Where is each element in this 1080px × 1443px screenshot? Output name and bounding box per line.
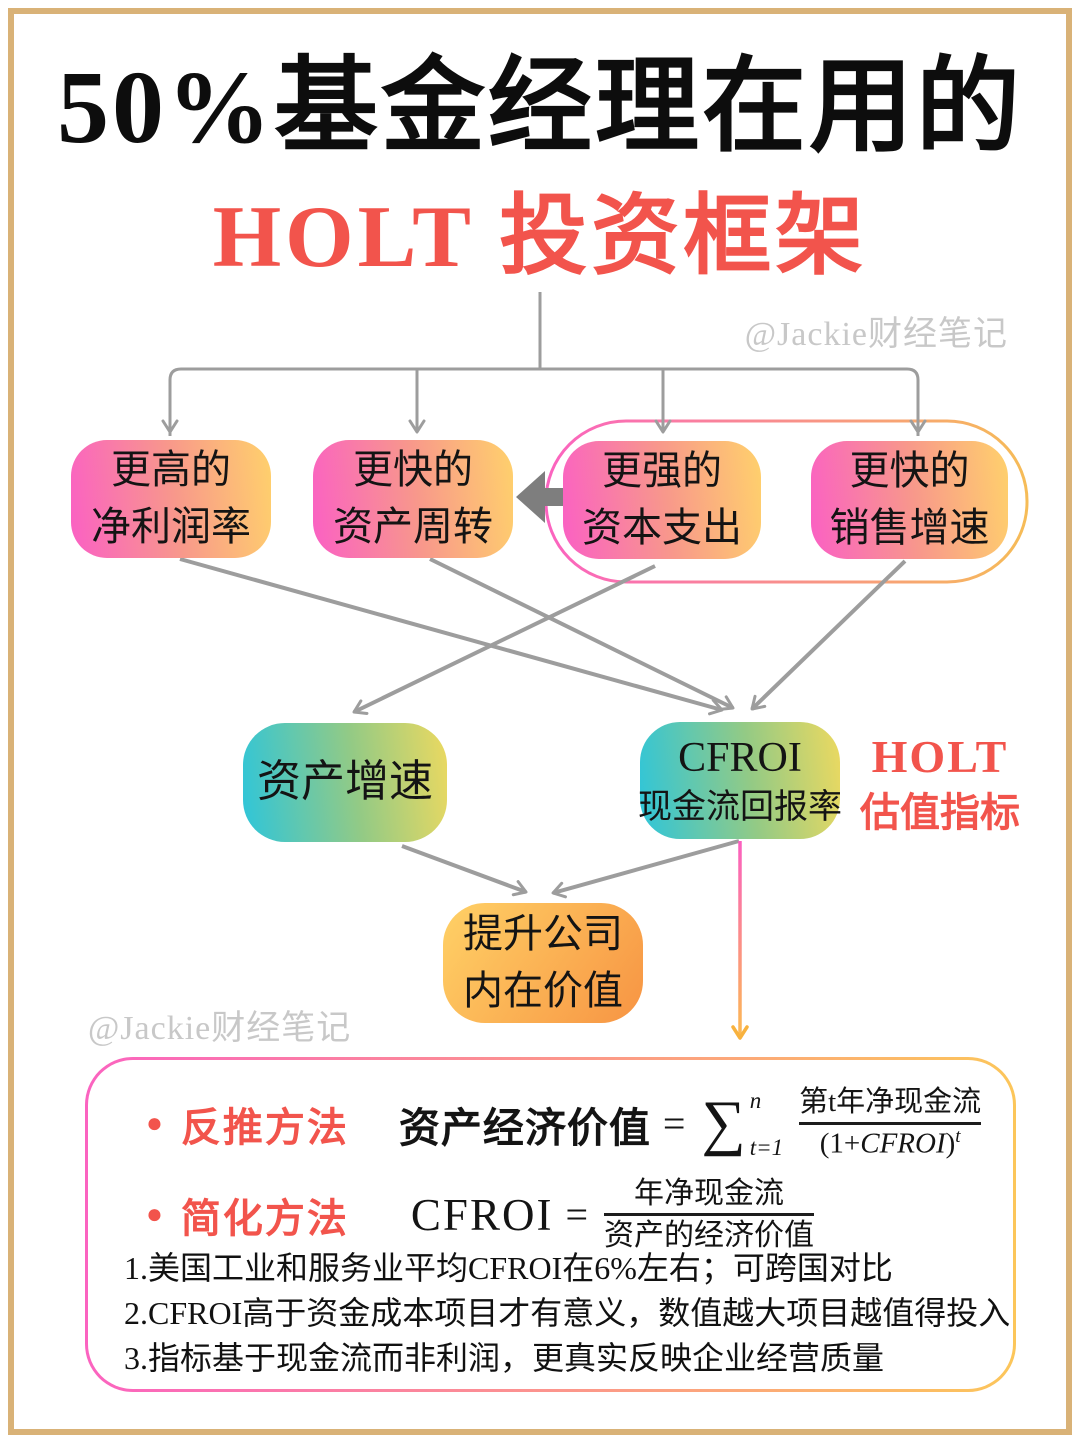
box-asset-turnover: 更快的 资产周转 bbox=[313, 440, 513, 558]
arrow-turnover-to-cfroi bbox=[429, 557, 735, 711]
note-item: 2.CFROI高于资金成本项目才有意义，数值越大项目越值得投入 bbox=[124, 1295, 1011, 1331]
fraction-denominator: (1+CFROI)t bbox=[799, 1121, 982, 1163]
formula-cfroi: CFROI = 年净现金流 资产的经济价值 bbox=[410, 1174, 815, 1255]
sigma-lower-limit: t=1 bbox=[749, 1134, 784, 1160]
method-label: 简化方法 bbox=[180, 1196, 349, 1241]
box-intrinsic-value: 提升公司 内在价值 bbox=[443, 903, 643, 1023]
fraction-numerator: 年净现金流 bbox=[634, 1177, 785, 1210]
fraction: 年净现金流 资产的经济价值 bbox=[604, 1174, 815, 1255]
den-open: (1+ bbox=[819, 1127, 861, 1160]
sigma-upper-limit: n bbox=[749, 1087, 762, 1113]
arrow-sales-to-cfroi bbox=[750, 559, 907, 711]
method-label: 反推方法 bbox=[180, 1105, 349, 1150]
box-net-margin: 更高的 净利润率 bbox=[71, 440, 271, 558]
equals-sign: = bbox=[662, 1101, 686, 1147]
cfroi-notes-list: 1.美国工业和服务业平均CFROI在6%左右；可跨国对比 2.CFROI高于资金… bbox=[124, 1246, 1010, 1381]
bullet-icon: ● bbox=[146, 1198, 163, 1230]
formula-lhs: CFROI bbox=[410, 1189, 554, 1240]
summation-limits: n t=1 bbox=[750, 1086, 783, 1162]
arrow-asset-to-intrinsic bbox=[401, 844, 528, 897]
holt-label-line: 估值指标 bbox=[860, 789, 1020, 835]
box-sales-growth: 更快的 销售增速 bbox=[811, 441, 1008, 559]
formula-row-reverse-method: ● 反推方法 资产经济价值 = ∑ n t=1 第t年净现金流 (1+CFROI… bbox=[146, 1084, 982, 1163]
den-variable: CFROI bbox=[860, 1127, 946, 1160]
den-exponent: t bbox=[955, 1125, 961, 1147]
summation-symbol: ∑ n t=1 bbox=[701, 1086, 783, 1162]
holt-label-line: HOLT bbox=[871, 731, 1009, 782]
box-line: 资产增速 bbox=[257, 757, 433, 807]
block-arrow-left-icon bbox=[516, 471, 567, 523]
box-line: 净利润率 bbox=[91, 504, 251, 549]
arrow-capex-to-asset bbox=[352, 564, 656, 715]
equals-sign: = bbox=[565, 1192, 589, 1237]
box-line: 资本支出 bbox=[582, 505, 742, 550]
formula-row-simplified-method: ● 简化方法 CFROI = 年净现金流 资产的经济价值 bbox=[146, 1174, 815, 1255]
box-line: 更高的 bbox=[111, 447, 231, 493]
box-capex: 更强的 资本支出 bbox=[563, 441, 761, 559]
watermark-bottom: @Jackie财经笔记 bbox=[88, 1010, 352, 1047]
box-line: 资产周转 bbox=[333, 504, 493, 549]
box-cfroi: CFROI 现金流回报率 bbox=[638, 722, 842, 839]
tree-branch-bar bbox=[168, 367, 920, 436]
box-line: CFROI bbox=[678, 735, 802, 782]
page-subtitle: HOLT 投资框架 bbox=[212, 189, 868, 286]
note-item: 1.美国工业和服务业平均CFROI在6%左右；可跨国对比 bbox=[124, 1250, 893, 1286]
page-title: 50%基金经理在用的 bbox=[56, 50, 1023, 165]
fraction: 第t年净现金流 (1+CFROI)t bbox=[799, 1084, 982, 1163]
box-line: 内在价值 bbox=[463, 968, 623, 1013]
watermark-top: @Jackie财经笔记 bbox=[744, 316, 1008, 353]
box-line: 销售增速 bbox=[829, 505, 990, 550]
holt-valuation-label: HOLT 估值指标 bbox=[852, 731, 1028, 835]
fraction-denominator: 资产的经济价值 bbox=[604, 1213, 815, 1255]
box-line: 提升公司 bbox=[463, 911, 623, 957]
note-item: 3.指标基于现金流而非利润，更真实反映企业经营质量 bbox=[124, 1340, 885, 1376]
sigma-icon: ∑ bbox=[701, 1089, 746, 1158]
fraction-numerator: 第t年净现金流 bbox=[799, 1086, 982, 1118]
bullet-icon: ● bbox=[146, 1107, 163, 1139]
formula-economic-value: 资产经济价值 = ∑ n t=1 第t年净现金流 (1+CFROI)t bbox=[398, 1084, 982, 1163]
box-line: 更快的 bbox=[353, 447, 473, 493]
box-line: 更快的 bbox=[849, 448, 970, 494]
formula-lhs: 资产经济价值 bbox=[398, 1104, 651, 1151]
den-close: ) bbox=[945, 1127, 956, 1160]
box-line: 更强的 bbox=[602, 448, 722, 494]
box-asset-growth: 资产增速 bbox=[243, 723, 447, 842]
arrow-margin-to-cfroi bbox=[179, 557, 724, 716]
arrow-cfroi-to-intrinsic bbox=[551, 839, 740, 899]
box-line: 现金流回报率 bbox=[638, 788, 842, 826]
formula-panel: ● 反推方法 资产经济价值 = ∑ n t=1 第t年净现金流 (1+CFROI… bbox=[85, 1057, 1016, 1392]
